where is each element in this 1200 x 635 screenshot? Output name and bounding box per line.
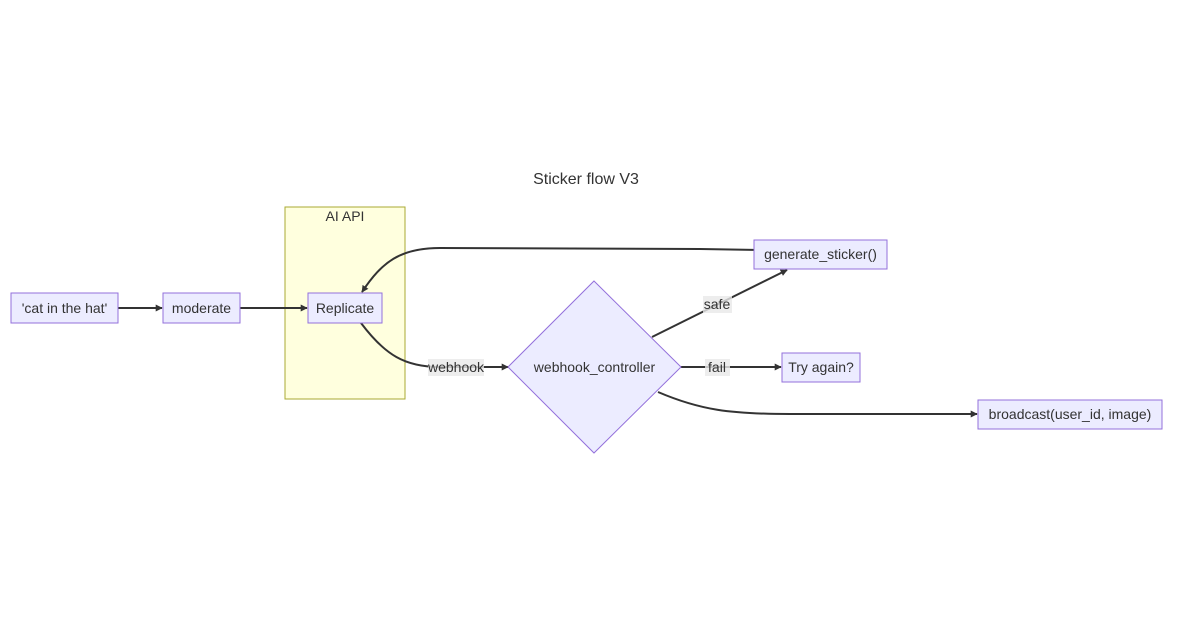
edge-generate-to-replicate — [361, 246, 761, 293]
edge-label-webhook-text: webhook — [427, 359, 485, 375]
node-prompt[interactable]: 'cat in the hat' — [10, 292, 119, 324]
cluster-label: AI API — [326, 208, 365, 224]
node-moderate[interactable]: moderate — [162, 292, 241, 324]
node-retry-label: Try again? — [788, 359, 854, 375]
node-try-again[interactable]: Try again? — [781, 352, 861, 383]
edge-label-safe-text: safe — [704, 296, 731, 312]
node-broadcast[interactable]: broadcast(user_id, image) — [977, 399, 1163, 430]
node-moderate-label: moderate — [172, 300, 231, 316]
node-replicate-label: Replicate — [316, 300, 375, 316]
diagram-title: Sticker flow V3 — [533, 171, 639, 188]
node-controller-label: webhook_controller — [533, 359, 656, 375]
edge-label-fail-text: fail — [708, 359, 726, 375]
node-generate-label: generate_sticker() — [764, 246, 877, 262]
node-prompt-label: 'cat in the hat' — [22, 300, 108, 316]
edge-controller-to-broadcast — [657, 391, 978, 418]
edge-label-webhook: webhook — [427, 359, 485, 376]
node-replicate[interactable]: Replicate — [307, 292, 383, 324]
edge-label-fail: fail — [705, 359, 730, 376]
edge-label-safe: safe — [703, 296, 732, 313]
node-broadcast-label: broadcast(user_id, image) — [989, 406, 1152, 422]
node-generate-sticker[interactable]: generate_sticker() — [753, 239, 888, 270]
node-webhook-controller[interactable]: webhook_controller — [507, 280, 682, 454]
